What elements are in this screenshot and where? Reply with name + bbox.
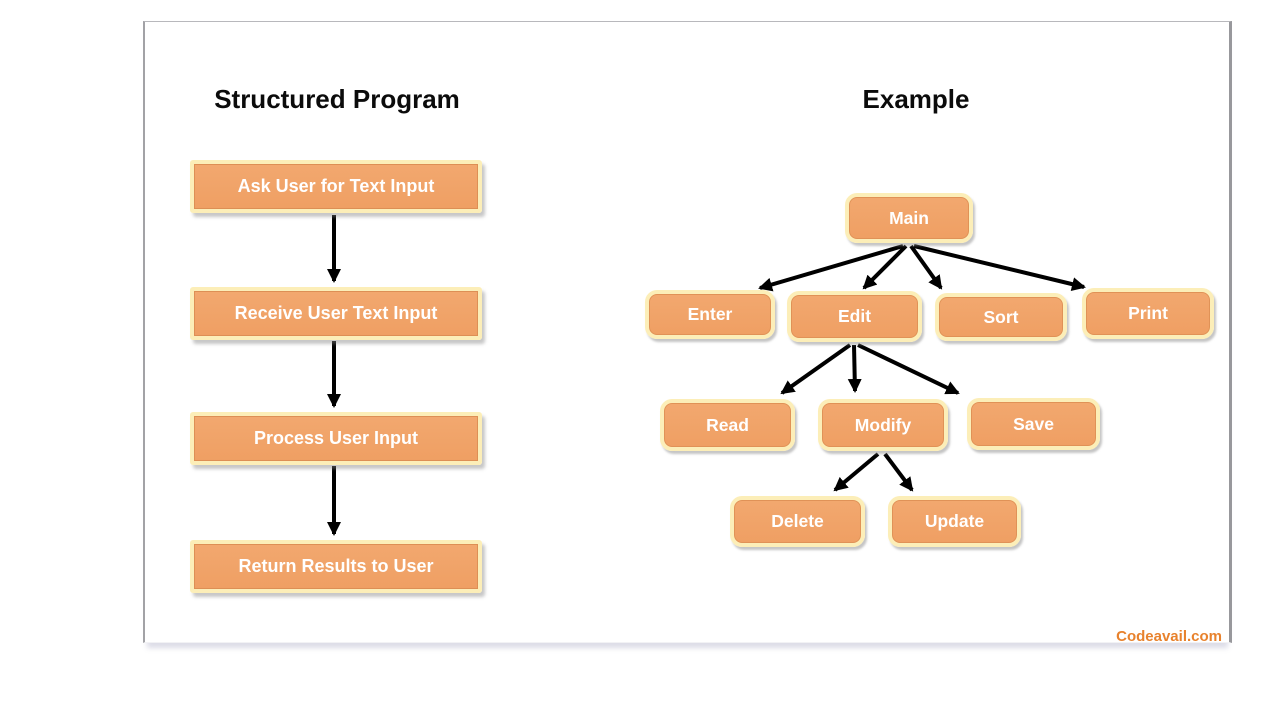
flow-step-ask-user: Ask User for Text Input bbox=[190, 160, 482, 213]
watermark-brand: Codeavail.com bbox=[1116, 628, 1222, 645]
flow-step-process-input: Process User Input bbox=[190, 412, 482, 465]
left-section-title: Structured Program bbox=[214, 84, 460, 114]
tree-node-main: Main bbox=[845, 193, 973, 243]
tree-node-modify: Modify bbox=[818, 399, 948, 451]
tree-node-save: Save bbox=[967, 398, 1100, 450]
tree-node-print: Print bbox=[1082, 288, 1214, 339]
flow-step-receive-input: Receive User Text Input bbox=[190, 287, 482, 340]
flow-step-return-results: Return Results to User bbox=[190, 540, 482, 593]
tree-node-sort: Sort bbox=[935, 293, 1067, 341]
tree-node-delete: Delete bbox=[730, 496, 865, 547]
tree-node-read: Read bbox=[660, 399, 795, 451]
right-section-title: Example bbox=[862, 84, 970, 114]
tree-node-update: Update bbox=[888, 496, 1021, 547]
tree-node-enter: Enter bbox=[645, 290, 775, 339]
tree-node-edit: Edit bbox=[787, 291, 922, 342]
